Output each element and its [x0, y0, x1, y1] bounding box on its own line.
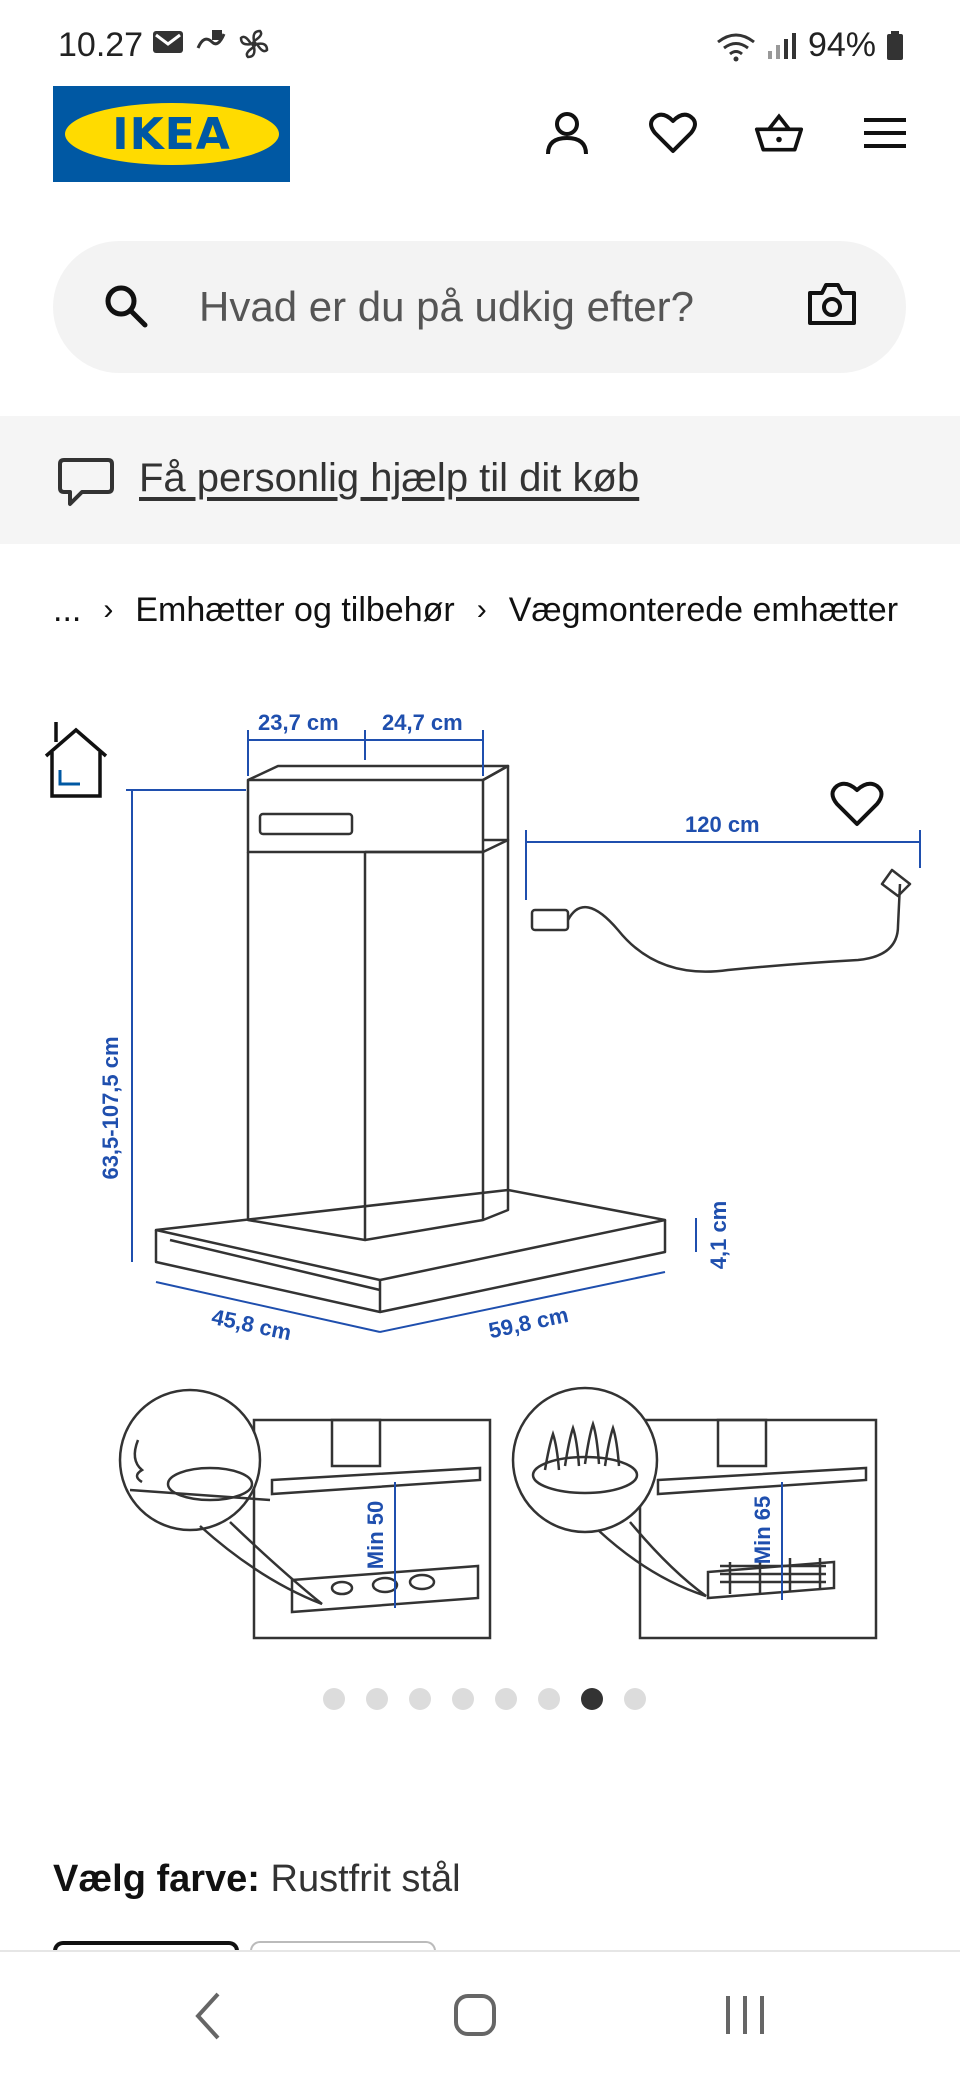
chevron-right-icon: ›: [103, 593, 114, 626]
breadcrumb: ... › Emhætter og tilbehør › Vægmontered…: [53, 588, 898, 632]
signal-icon: [767, 32, 796, 59]
carousel-dot[interactable]: [580, 1688, 603, 1710]
back-icon[interactable]: [190, 1990, 226, 2042]
breadcrumb-item-range-hoods[interactable]: Emhætter og tilbehør: [135, 590, 455, 629]
fan-icon: [239, 29, 269, 59]
dimension-clearance-electric: Min 50: [363, 1501, 388, 1569]
dimension-cord-length: 120 cm: [685, 812, 760, 837]
account-icon: [546, 112, 588, 155]
carousel-dot[interactable]: [322, 1688, 345, 1710]
camera-icon[interactable]: [806, 281, 858, 327]
logo-oval: IKEA: [64, 103, 279, 165]
menu-button[interactable]: [860, 108, 910, 158]
color-selector: Vælg farve: Rustfrit stål: [53, 1858, 461, 1901]
dimension-drawing: 23,7 cm 24,7 cm 63,5-107,5 cm 120 cm 4,1…: [98, 710, 921, 1640]
carousel-pagination: [0, 1688, 960, 1710]
status-right: 94%: [716, 26, 904, 65]
dimension-canopy-thickness: 4,1 cm: [706, 1201, 731, 1270]
status-notification-icons: [152, 28, 270, 60]
search-icon[interactable]: [103, 283, 149, 329]
breadcrumb-item-wall-hoods[interactable]: Vægmonterede emhætter: [508, 590, 899, 629]
home-icon[interactable]: [452, 1990, 498, 2040]
carousel-dot[interactable]: [623, 1688, 646, 1710]
carousel-dot[interactable]: [494, 1688, 517, 1710]
heart-icon: [649, 112, 697, 153]
dimension-clearance-gas: Min 65: [750, 1496, 775, 1564]
product-image-gallery[interactable]: 23,7 cm 24,7 cm 63,5-107,5 cm 120 cm 4,1…: [30, 700, 930, 1660]
add-to-favourites-icon[interactable]: [830, 780, 884, 828]
color-label: Vælg farve:: [53, 1858, 260, 1900]
search-input[interactable]: [199, 271, 799, 343]
status-bar: 10.27 94%: [0, 0, 960, 80]
house-icon: [44, 722, 108, 798]
notification-icon: [196, 30, 226, 49]
logo-text: IKEA: [112, 108, 231, 160]
chevron-right-icon: ›: [476, 593, 487, 626]
carousel-dot[interactable]: [451, 1688, 474, 1710]
carousel-dot[interactable]: [408, 1688, 431, 1710]
site-header: IKEA: [0, 80, 960, 190]
dimension-base-width: 59,8 cm: [486, 1302, 570, 1343]
menu-icon: [864, 118, 906, 148]
account-button[interactable]: [542, 108, 592, 158]
battery-percent: 94%: [807, 26, 876, 64]
carousel-dot[interactable]: [365, 1688, 388, 1710]
recent-apps-icon[interactable]: [722, 1990, 768, 2040]
search-bar[interactable]: [53, 241, 906, 373]
basket-icon: [754, 113, 804, 152]
header-actions: [542, 108, 910, 158]
battery-icon: [887, 30, 903, 60]
chat-bubble-icon: [58, 458, 114, 506]
dimension-top-depth: 23,7 cm: [258, 710, 339, 735]
breadcrumb-ellipsis[interactable]: ...: [53, 590, 82, 629]
carousel-dot[interactable]: [537, 1688, 560, 1710]
dimension-height: 63,5-107,5 cm: [98, 1036, 123, 1179]
color-value: Rustfrit stål: [270, 1858, 461, 1900]
wifi-icon: [717, 33, 755, 61]
favourites-button[interactable]: [648, 108, 698, 158]
ikea-logo[interactable]: IKEA: [53, 86, 290, 182]
personal-help-link[interactable]: Få personlig hjælp til dit køb: [139, 456, 640, 500]
status-time: 10.27: [58, 26, 144, 64]
dimension-top-width: 24,7 cm: [382, 710, 463, 735]
help-banner: Få personlig hjælp til dit køb: [0, 416, 960, 544]
mail-icon: [153, 31, 183, 53]
system-navigation-bar: [0, 1950, 960, 2080]
basket-button[interactable]: [754, 108, 804, 158]
